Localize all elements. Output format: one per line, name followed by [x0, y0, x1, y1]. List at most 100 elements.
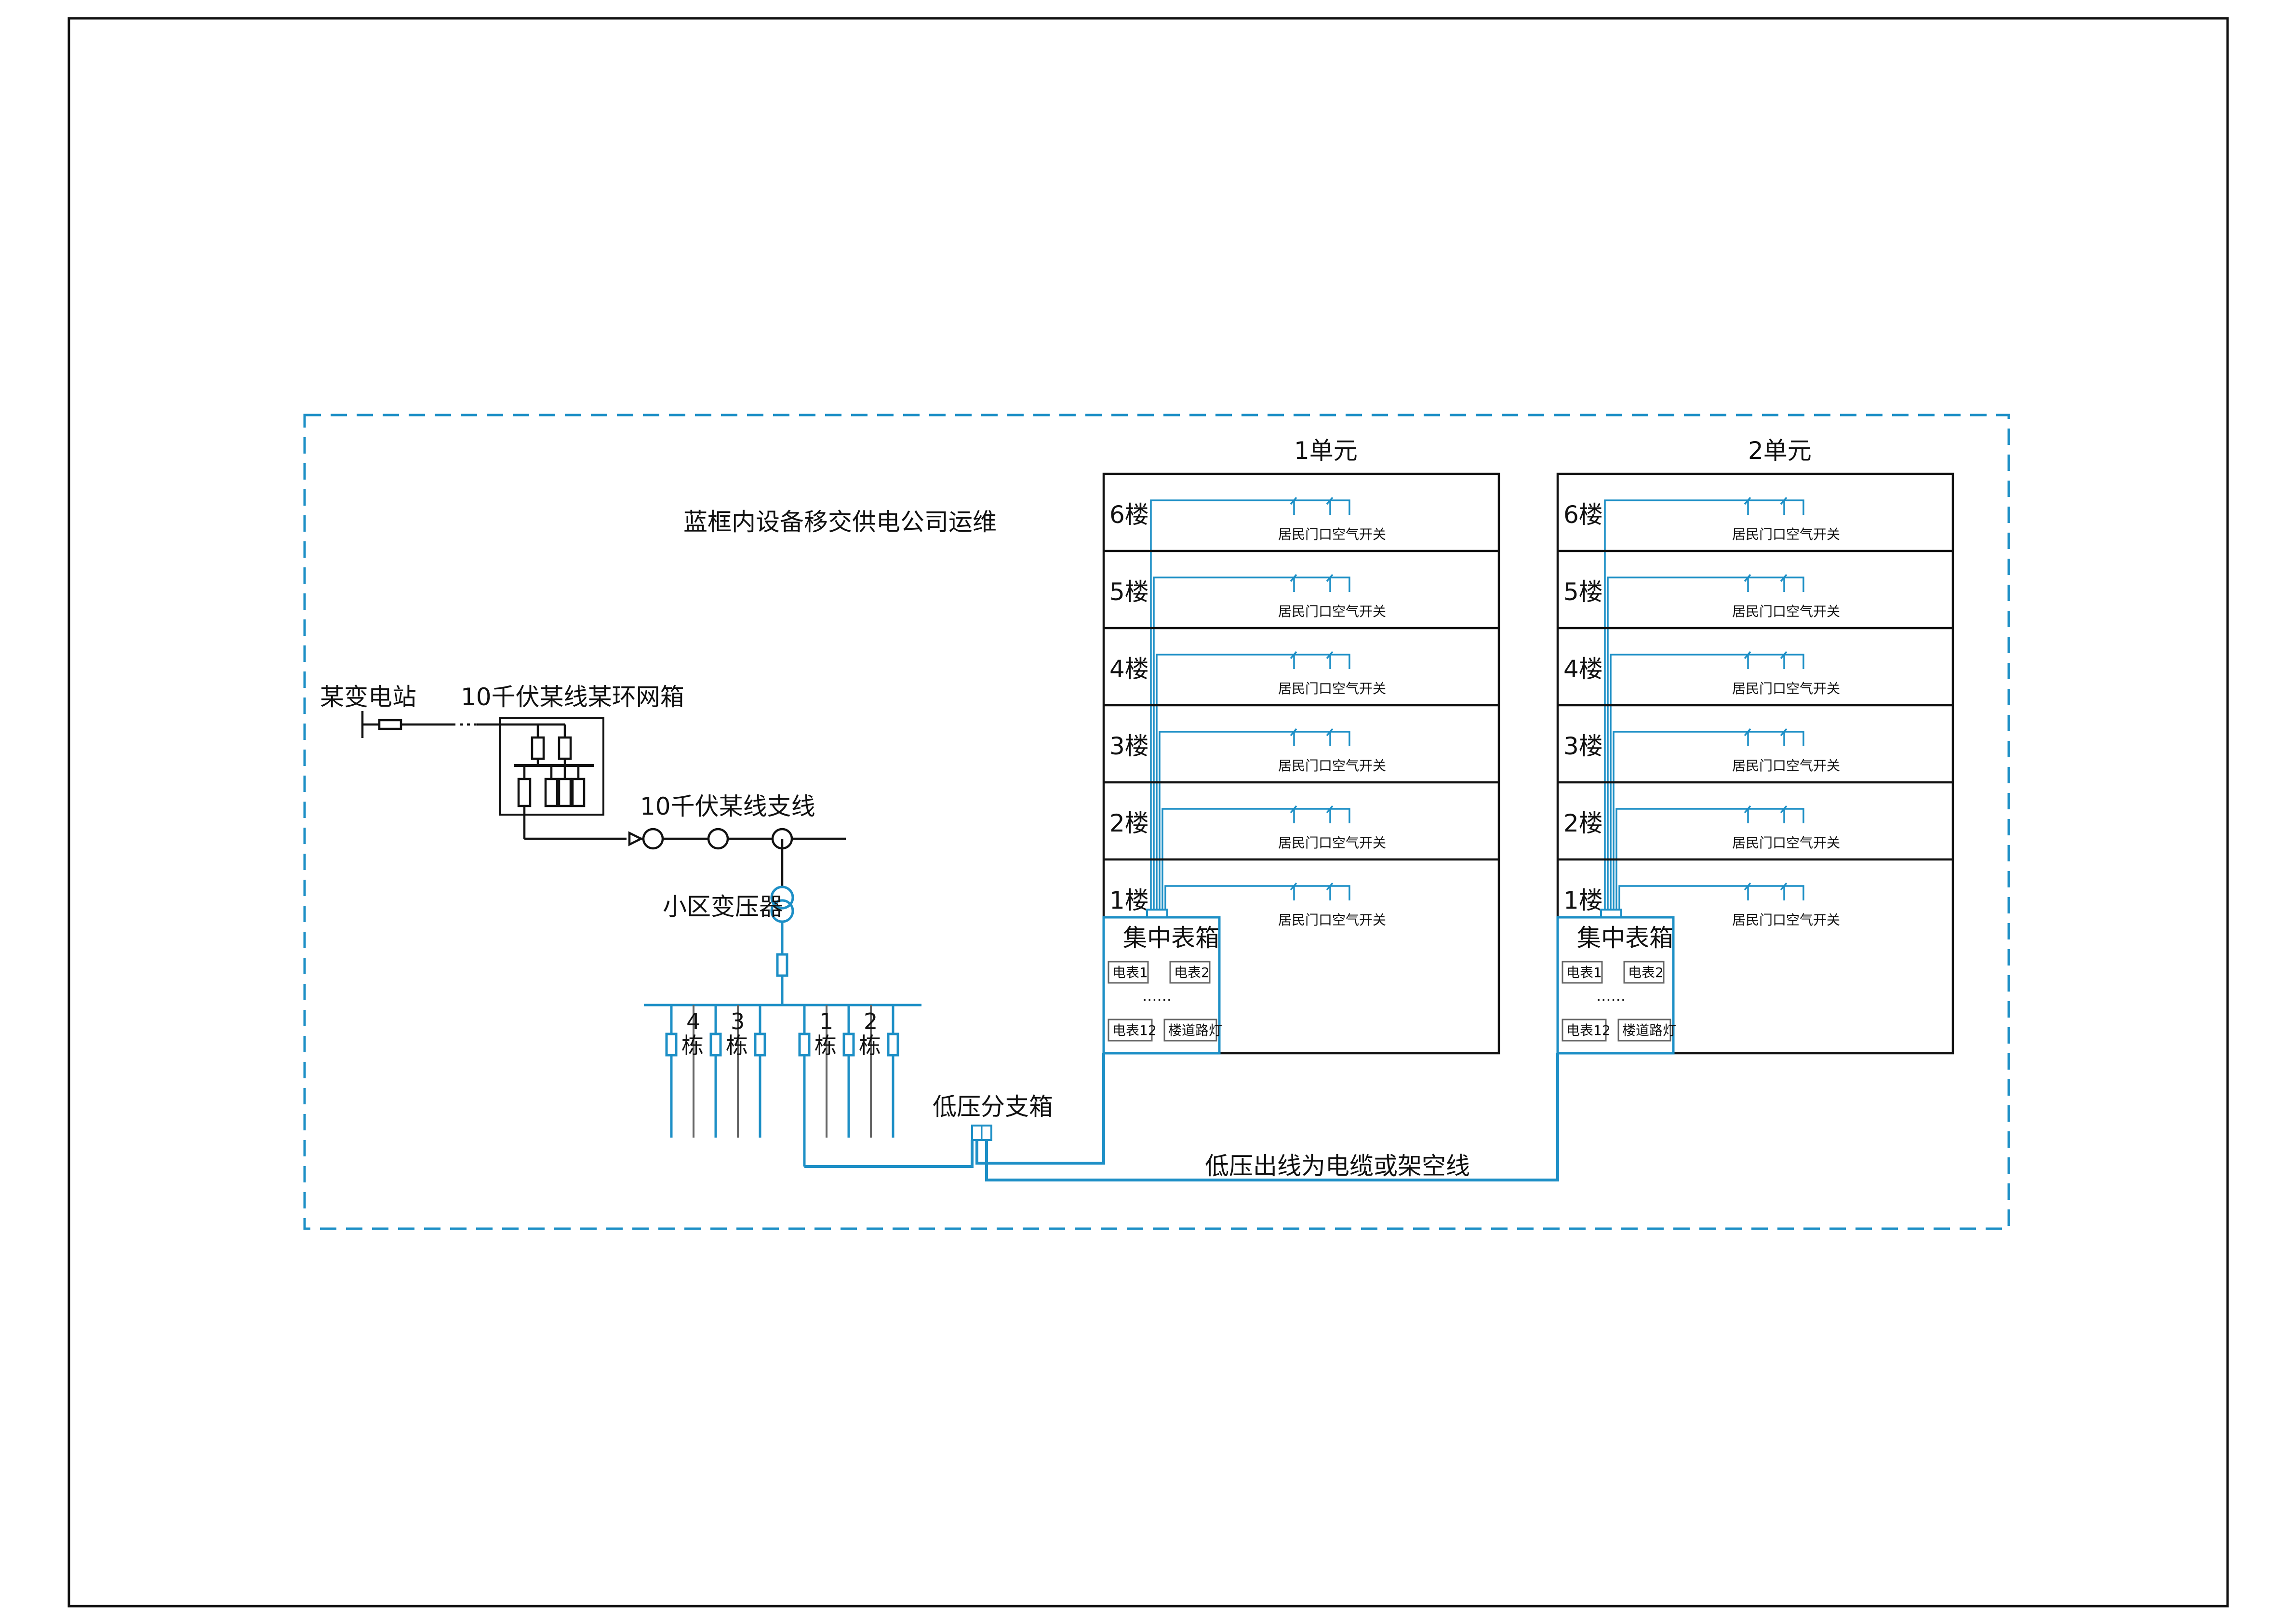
floor-label: 5楼: [1563, 578, 1603, 606]
air-switch-label: 居民门口空气开关: [1732, 912, 1840, 928]
floor-label: 2楼: [1109, 809, 1149, 837]
floor-label: 1楼: [1563, 886, 1603, 914]
meter-2-label: 电表2: [1628, 965, 1664, 980]
feeder-2-num: 2: [864, 1008, 878, 1034]
air-switch-icon: [1326, 651, 1334, 669]
floor-label: 5楼: [1109, 578, 1149, 606]
air-switch-icon: [1290, 805, 1297, 823]
air-switch-label: 居民门口空气开关: [1278, 912, 1386, 928]
handover-note: 蓝框内设备移交供电公司运维: [683, 508, 997, 536]
floor-label: 6楼: [1563, 501, 1603, 529]
air-switch-icon: [1326, 728, 1334, 746]
handover-boundary: [303, 414, 2010, 1230]
transformer-label: 小区变压器: [663, 893, 783, 921]
air-switch-icon: [1290, 651, 1297, 669]
meter-1-cell: [1108, 961, 1149, 984]
meter-12-label: 电表12: [1566, 1022, 1611, 1038]
corridor-light-cell: [1163, 1019, 1217, 1042]
floor-supply-line: [1164, 885, 1350, 910]
air-switch-icon: [1780, 651, 1788, 669]
ring-main-box: [499, 717, 604, 816]
air-switch-label: 居民门口空气开关: [1278, 681, 1386, 697]
air-switch-icon: [1744, 728, 1751, 746]
air-switch-icon: [1326, 805, 1334, 823]
air-switch-icon: [1326, 496, 1334, 515]
feeder-4-num: 4: [686, 1008, 700, 1034]
air-switch-label: 居民门口空气开关: [1732, 526, 1840, 542]
feeder-2-unit: 栋: [859, 1033, 881, 1059]
corridor-light-label: 楼道路灯: [1168, 1022, 1222, 1038]
pole-2: [707, 828, 729, 850]
lv-branch-box: [804, 1053, 1559, 1181]
ring-box-label: 10千伏某线某环网箱: [461, 683, 684, 711]
floor-label: 4楼: [1109, 655, 1149, 683]
air-switch-label: 居民门口空气开关: [1278, 758, 1386, 774]
meter-ellipsis: ······: [1596, 991, 1626, 1009]
air-switch-label: 居民门口空气开关: [1732, 758, 1840, 774]
meter-1-label: 电表1: [1566, 965, 1602, 980]
air-switch-icon: [1744, 574, 1751, 592]
air-switch-icon: [1290, 496, 1297, 515]
air-switch-icon: [1780, 496, 1788, 515]
air-switch-icon: [1290, 728, 1297, 746]
meter-1-label: 电表1: [1112, 965, 1148, 980]
floor-supply-line: [1159, 731, 1350, 910]
floor-label: 6楼: [1109, 501, 1149, 529]
air-switch-icon: [1326, 574, 1334, 592]
hv-section: 某变电站 10千伏某线某环网箱 10千伏某线支线: [320, 683, 846, 889]
feeder-1-unit: 栋: [814, 1033, 837, 1059]
air-switch-icon: [1290, 574, 1297, 592]
air-switch-label: 居民门口空气开关: [1732, 604, 1840, 619]
floor-label: 4楼: [1563, 655, 1603, 683]
meter-12-cell: [1562, 1019, 1607, 1042]
air-switch-label: 居民门口空气开关: [1278, 526, 1386, 542]
substation-label: 某变电站: [320, 683, 416, 711]
air-switch-icon: [1780, 574, 1788, 592]
building-outline: [1102, 472, 1500, 1055]
floor-supply-line: [1613, 731, 1804, 910]
transformer-symbol: [770, 885, 794, 1005]
floor-label: 3楼: [1109, 732, 1149, 760]
meter-ellipsis: ······: [1142, 991, 1172, 1009]
floor-supply-line: [1607, 577, 1804, 910]
feeder-4-unit: 栋: [681, 1033, 704, 1059]
corridor-light-label: 楼道路灯: [1622, 1022, 1676, 1038]
unit-1: 1单元6楼居民门口空气开关5楼居民门口空气开关4楼居民门口空气开关3楼居民门口空…: [1102, 437, 1500, 1055]
meter-2-cell: [1623, 961, 1665, 984]
meter-1-cell: [1562, 961, 1603, 984]
lv-outgoing-label: 低压出线为电缆或架空线: [1205, 1152, 1470, 1180]
floor-supply-line: [1153, 577, 1350, 910]
pole-1: [642, 828, 664, 850]
air-switch-label: 居民门口空气开关: [1732, 681, 1840, 697]
building-outline: [1556, 472, 1954, 1055]
substation-fuse: [378, 719, 402, 730]
building-units: 1单元6楼居民门口空气开关5楼居民门口空气开关4楼居民门口空气开关3楼居民门口空…: [1102, 437, 1954, 1055]
air-switch-icon: [1290, 882, 1297, 900]
air-switch-label: 居民门口空气开关: [1278, 835, 1386, 851]
air-switch-icon: [1780, 882, 1788, 900]
air-switch-icon: [1744, 882, 1751, 900]
air-switch-icon: [1780, 805, 1788, 823]
lv-branch-box-label: 低压分支箱: [933, 1093, 1053, 1121]
corridor-light-cell: [1617, 1019, 1671, 1042]
air-switch-icon: [1744, 496, 1751, 515]
unit-title: 2单元: [1748, 437, 1812, 465]
floor-supply-line: [1618, 885, 1804, 910]
unit-2: 2单元6楼居民门口空气开关5楼居民门口空气开关4楼居民门口空气开关3楼居民门口空…: [1556, 437, 1954, 1055]
air-switch-label: 居民门口空气开关: [1732, 835, 1840, 851]
air-switch-icon: [1326, 882, 1334, 900]
feeder-3-num: 3: [731, 1008, 745, 1034]
air-switch-icon: [1744, 651, 1751, 669]
air-switch-icon: [1780, 728, 1788, 746]
feeder-3-unit: 栋: [726, 1033, 748, 1059]
feeder-1-num: 1: [819, 1008, 833, 1034]
floor-label: 3楼: [1563, 732, 1603, 760]
meter-12-cell: [1108, 1019, 1153, 1042]
air-switch-label: 居民门口空气开关: [1278, 604, 1386, 619]
floor-label: 2楼: [1563, 809, 1603, 837]
meter-box-title: 集中表箱: [1123, 924, 1219, 952]
branch-line-label: 10千伏某线支线: [640, 792, 815, 820]
